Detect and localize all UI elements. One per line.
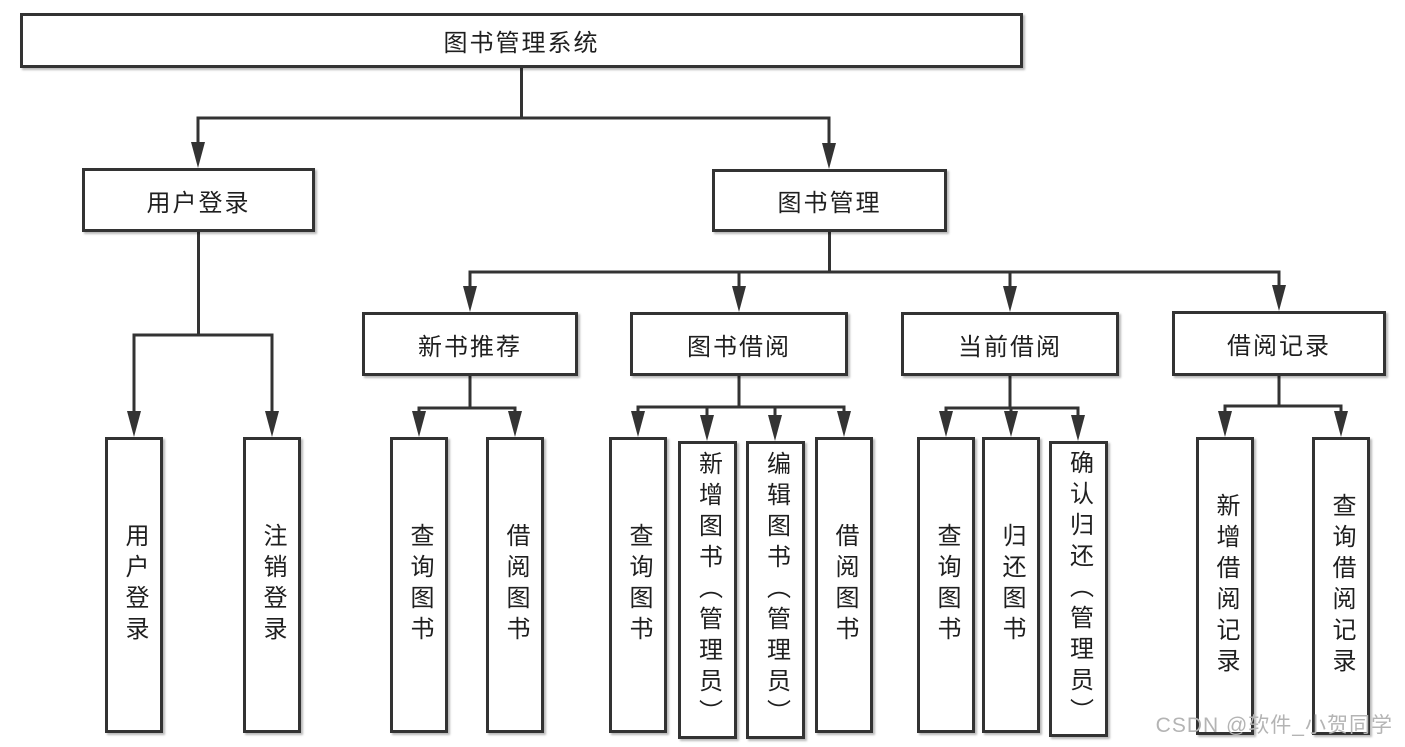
node-label: 新增图书（管理员） bbox=[694, 450, 722, 730]
leaf-borrowing-borrow-books: 借阅图书 bbox=[815, 437, 873, 733]
node-label: 借阅图书 bbox=[831, 523, 858, 647]
node-user-login: 用户登录 bbox=[82, 168, 315, 232]
node-label: 归还图书 bbox=[998, 523, 1025, 647]
node-current-borrowing: 当前借阅 bbox=[901, 312, 1119, 376]
node-label: 注销登录 bbox=[259, 523, 286, 647]
node-book-borrowing: 图书借阅 bbox=[630, 312, 848, 376]
leaf-current-query-books: 查询图书 bbox=[917, 437, 975, 733]
leaf-current-confirm-return-admin: 确认归还（管理员） bbox=[1049, 441, 1108, 737]
node-label: 查询图书 bbox=[406, 523, 433, 647]
leaf-recommend-query-books: 查询图书 bbox=[390, 437, 448, 733]
node-new-book-recommendation: 新书推荐 bbox=[362, 312, 578, 376]
node-label: 图书借阅 bbox=[687, 333, 791, 361]
node-borrow-records: 借阅记录 bbox=[1172, 311, 1386, 376]
node-label: 用户登录 bbox=[146, 189, 251, 217]
node-label: 查询借阅记录 bbox=[1328, 493, 1355, 679]
node-label: 确认归还（管理员） bbox=[1065, 449, 1093, 729]
node-library-management-system: 图书管理系统 bbox=[20, 13, 1023, 68]
leaf-borrowing-add-books-admin: 新增图书（管理员） bbox=[678, 441, 737, 739]
node-label: 编辑图书（管理员） bbox=[762, 450, 790, 730]
node-label: 图书管理 bbox=[777, 190, 882, 217]
leaf-borrowing-query-books: 查询图书 bbox=[609, 437, 667, 733]
leaf-logout: 注销登录 bbox=[243, 437, 301, 733]
leaf-records-query-borrow-record: 查询借阅记录 bbox=[1312, 437, 1370, 735]
node-label: 新书推荐 bbox=[418, 333, 522, 361]
csdn-watermark: CSDN @软件_小贺同学 bbox=[1155, 714, 1393, 737]
node-label: 新增借阅记录 bbox=[1212, 493, 1239, 679]
leaf-user-login: 用户登录 bbox=[105, 437, 163, 733]
leaf-borrowing-edit-books-admin: 编辑图书（管理员） bbox=[746, 441, 805, 739]
node-label: 当前借阅 bbox=[958, 333, 1062, 361]
node-book-management: 图书管理 bbox=[712, 169, 947, 232]
leaf-current-return-books: 归还图书 bbox=[982, 437, 1040, 733]
node-label: 用户登录 bbox=[121, 523, 148, 647]
node-label: 图书管理系统 bbox=[443, 30, 600, 57]
node-label: 查询图书 bbox=[933, 523, 960, 647]
leaf-records-add-borrow-record: 新增借阅记录 bbox=[1196, 437, 1254, 735]
node-label: 查询图书 bbox=[625, 523, 652, 647]
node-label: 借阅记录 bbox=[1227, 333, 1331, 360]
node-label: 借阅图书 bbox=[502, 523, 529, 647]
leaf-recommend-borrow-books: 借阅图书 bbox=[486, 437, 544, 733]
